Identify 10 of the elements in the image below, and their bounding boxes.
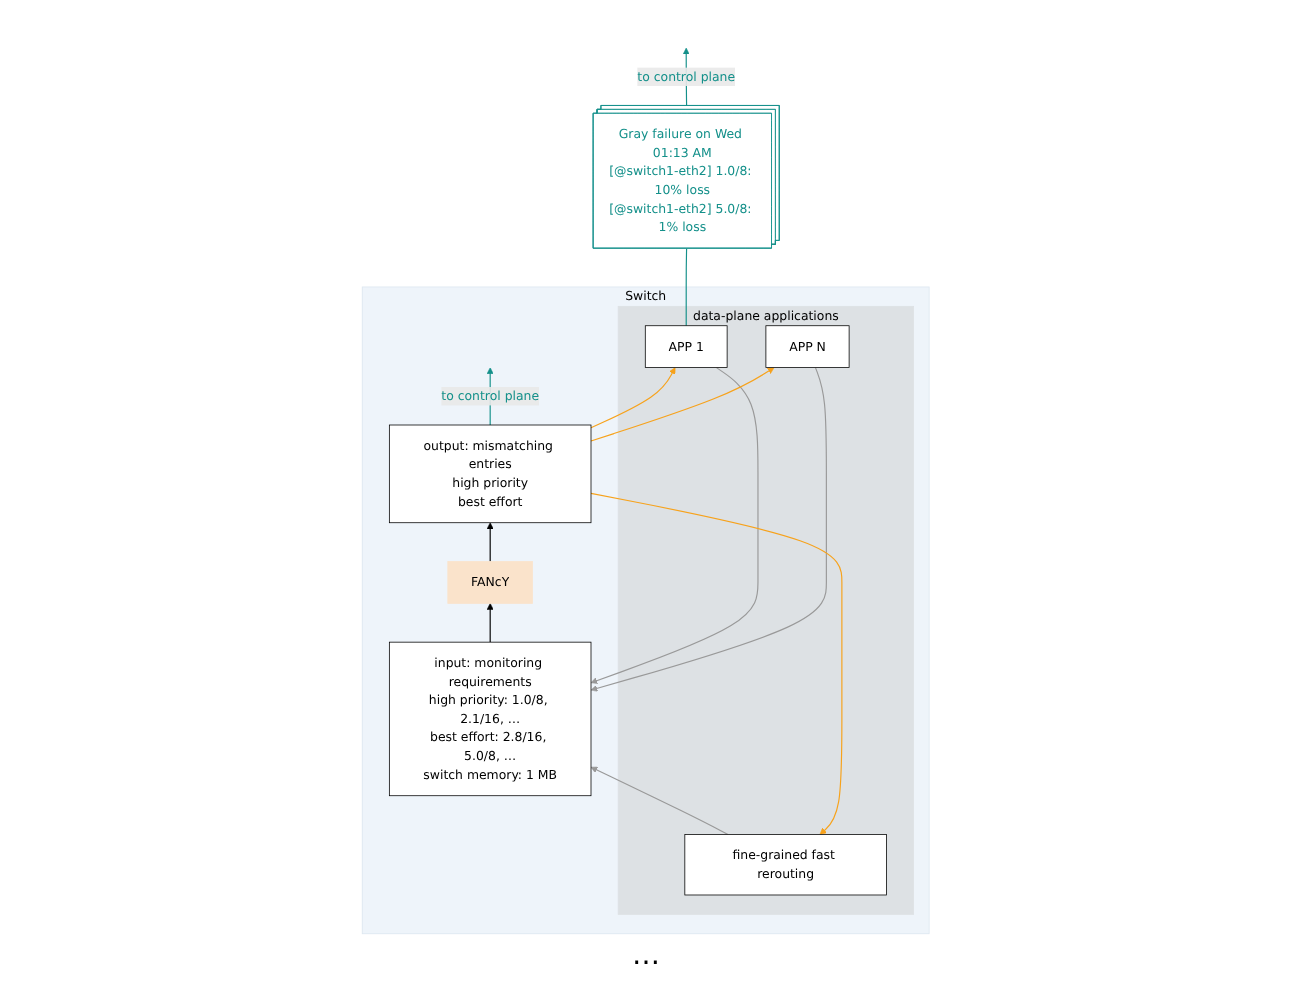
connector [685,248,688,327]
arrow [487,522,494,563]
arrow [591,367,759,684]
arrow [590,367,775,442]
arrow [487,603,494,643]
arrow [591,766,729,836]
arrow [591,367,828,692]
arrow [590,492,843,835]
arrow [590,367,676,429]
ellipsis-text: … [632,940,660,972]
